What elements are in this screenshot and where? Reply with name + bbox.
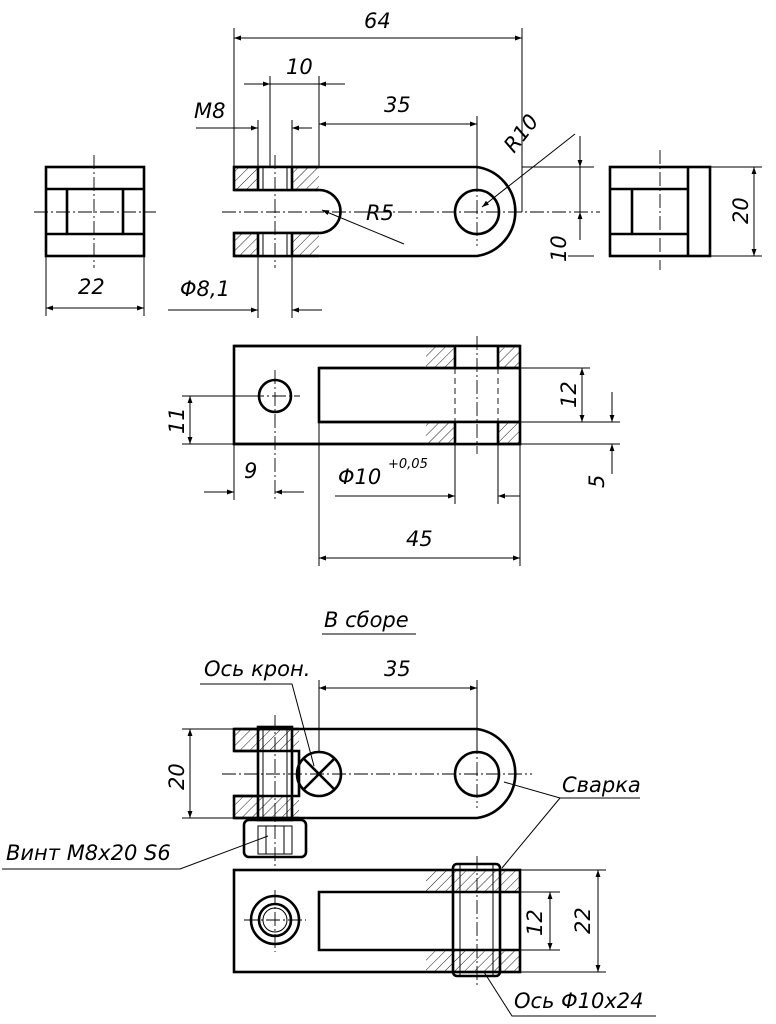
assembly-front-view: 35 Ось крон. 20 Винт М8х20 S6 (2, 657, 532, 870)
assembly-title: В сборе (324, 608, 409, 632)
dim-22-left: 22 (78, 275, 105, 299)
dim-10-top: 10 (286, 55, 313, 79)
dim-phi8-1: Φ8,1 (180, 277, 230, 301)
dim-phi10-tolerance: +0,05 (388, 457, 428, 472)
dim-9: 9 (244, 459, 257, 483)
dim-r10: R10 (499, 110, 543, 157)
left-end-view: 22 (34, 155, 156, 316)
dim-45: 45 (406, 527, 433, 551)
right-end-view: 20 (608, 150, 762, 270)
plan-view: 11 9 Φ10 +0,05 45 12 5 (165, 336, 620, 566)
assembly-plan-view: 12 22 Сварка Ось Φ10х24 (232, 773, 656, 1017)
label-axis-bracket: Ось крон. (204, 657, 310, 681)
label-axle: Ось Φ10х24 (514, 989, 644, 1013)
dim-20-right: 20 (729, 197, 753, 224)
dim-phi10: Φ10 (338, 465, 381, 489)
dim-10-right: 10 (547, 235, 571, 262)
dim-64: 64 (364, 9, 391, 33)
dim-11: 11 (165, 407, 189, 434)
label-screw: Винт М8х20 S6 (6, 841, 171, 865)
label-weld: Сварка (562, 773, 641, 797)
dim-20-assembly: 20 (165, 763, 189, 790)
dim-35-assembly: 35 (384, 657, 411, 681)
dim-22-assembly: 22 (571, 907, 595, 934)
dim-12-assembly: 12 (523, 909, 547, 936)
dim-12-mid: 12 (557, 381, 581, 408)
dim-35-top: 35 (384, 93, 411, 117)
dim-5: 5 (585, 475, 609, 488)
dim-r5: R5 (366, 201, 394, 225)
dim-m8: M8 (194, 99, 225, 123)
front-view: 64 10 M8 35 R10 R5 Φ8,1 (168, 9, 600, 318)
